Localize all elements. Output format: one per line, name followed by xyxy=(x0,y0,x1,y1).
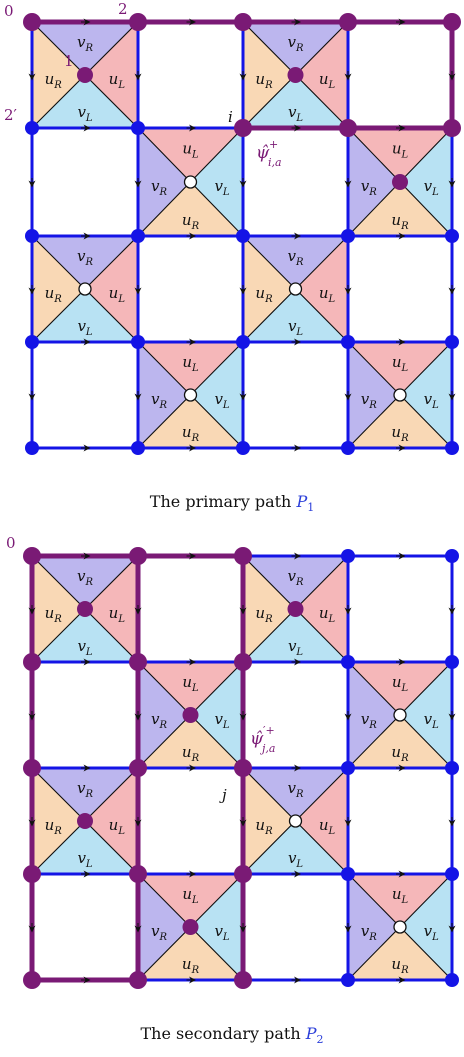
path-vertex xyxy=(23,653,41,671)
label-site-i: i xyxy=(228,108,233,126)
caption-text-2: The secondary path xyxy=(140,1024,301,1043)
lattice-vertex xyxy=(445,335,459,349)
lattice-vertex xyxy=(341,441,355,455)
path-vertex xyxy=(234,547,252,565)
filled-center-dot xyxy=(287,67,304,83)
lattice-vertex xyxy=(131,229,145,243)
path-vertex xyxy=(443,119,461,137)
lattice-vertex xyxy=(341,655,355,669)
path-vertex xyxy=(23,865,41,883)
open-center-dot xyxy=(393,388,407,402)
lattice-vertex xyxy=(341,335,355,349)
lattice-vertex xyxy=(25,121,39,135)
label-two-prime: 2′ xyxy=(4,106,18,124)
filled-center-dot xyxy=(77,67,93,83)
lattice-vertex xyxy=(341,229,355,243)
open-center-dot xyxy=(288,282,303,296)
path-vertex xyxy=(23,971,41,989)
filled-center-dot xyxy=(77,813,93,829)
lattice-vertex xyxy=(25,335,39,349)
path-vertex xyxy=(234,865,252,883)
caption-text: The primary path xyxy=(149,492,292,511)
path-vertex xyxy=(129,759,147,777)
filled-center-dot xyxy=(182,919,199,935)
filled-center-dot xyxy=(182,707,199,723)
lattice-vertex xyxy=(445,441,459,455)
path-vertex xyxy=(23,759,41,777)
lattice-vertex xyxy=(131,121,145,135)
lattice-vertex xyxy=(236,335,250,349)
path-vertex xyxy=(234,119,252,137)
filled-center-dot xyxy=(77,601,93,617)
path-vertex xyxy=(339,119,357,137)
open-center-dot xyxy=(393,708,407,722)
psi-superscript-2: ′+ xyxy=(263,724,275,737)
lattice-vertex xyxy=(445,229,459,243)
path-vertex xyxy=(129,865,147,883)
path-vertex xyxy=(234,759,252,777)
path-vertex xyxy=(129,547,147,565)
lattice-vertex xyxy=(236,229,250,243)
psi-superscript: + xyxy=(269,138,278,151)
path-vertex xyxy=(129,971,147,989)
psi-subscript: i,a xyxy=(268,156,282,169)
caption-primary: The primary path P1 xyxy=(0,492,464,514)
path-vertex xyxy=(234,971,252,989)
open-center-dot xyxy=(288,814,303,828)
lattice-vertex xyxy=(341,761,355,775)
lattice-vertex xyxy=(25,441,39,455)
psi-label-i: ψ̂ + i,a xyxy=(256,138,282,169)
open-center-dot xyxy=(393,920,407,934)
lattice-vertex xyxy=(25,229,39,243)
label-zero-2: 0 xyxy=(6,534,16,552)
path-vertex xyxy=(23,13,41,31)
open-center-dot xyxy=(183,388,198,402)
lattice-vertex xyxy=(445,867,459,881)
filled-center-dot xyxy=(287,601,304,617)
lattice-vertex xyxy=(445,655,459,669)
psi-symbol-2: ψ̂ xyxy=(250,729,264,749)
psi-subscript-2: j,a xyxy=(259,742,275,755)
path-vertex xyxy=(129,13,147,31)
caption-path-name-2: P2 xyxy=(305,1024,324,1047)
lattice-vertex xyxy=(131,441,145,455)
path-vertex xyxy=(234,653,252,671)
lattice-vertex xyxy=(445,549,459,563)
caption-path-name: P1 xyxy=(296,492,315,515)
lattice-vertex xyxy=(131,335,145,349)
filled-center-dot xyxy=(392,174,408,190)
path-vertex xyxy=(339,13,357,31)
lattice-vertex xyxy=(445,761,459,775)
path-vertex xyxy=(234,13,252,31)
label-two: 2 xyxy=(118,0,128,18)
lattice-vertex xyxy=(445,973,459,987)
caption-secondary: The secondary path P2 xyxy=(0,1024,464,1046)
label-one: 1 xyxy=(64,52,74,70)
lattice-vertex xyxy=(341,549,355,563)
lattice-vertex xyxy=(341,973,355,987)
psi-label-j: ψ̂ ′+ j,a xyxy=(250,724,275,755)
open-center-dot xyxy=(78,282,92,296)
path-vertex xyxy=(129,653,147,671)
psi-symbol: ψ̂ xyxy=(256,143,270,163)
path-vertex xyxy=(443,13,461,31)
label-zero: 0 xyxy=(4,2,14,20)
lattice-vertex xyxy=(341,867,355,881)
path-vertex xyxy=(23,547,41,565)
label-site-j: j xyxy=(219,786,227,804)
lattice-vertex xyxy=(236,441,250,455)
open-center-dot xyxy=(183,175,198,189)
